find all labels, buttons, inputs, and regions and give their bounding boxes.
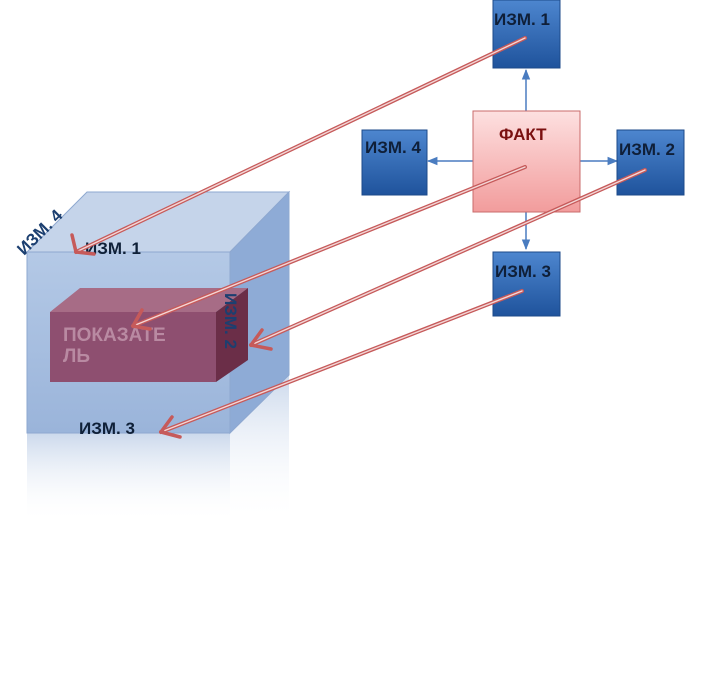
cube-reflection [27, 375, 289, 523]
fact-box: ФАКТ [472, 110, 581, 213]
dimension-box-dim4: ИЗМ. 4 [361, 129, 428, 196]
fact-connectors [426, 68, 619, 251]
cube-label-dim2: ИЗМ. 2 [221, 293, 240, 349]
dimension-box-dim1: ИЗМ. 1 [492, 0, 561, 69]
measure-box: ПОКАЗАТЕ ЛЬ [50, 288, 248, 382]
mapping-arrow-dim3 [159, 289, 524, 439]
dimension-box-dim3: ИЗМ. 3 [492, 251, 561, 317]
mapping-arrow-dim2 [249, 168, 647, 351]
dimension-box-dim2: ИЗМ. 2 [616, 129, 685, 196]
cube-label-dim1: ИЗМ. 1 [85, 239, 141, 258]
measure-label-line2: ЛЬ [63, 346, 90, 367]
fact-label: ФАКТ [499, 125, 547, 144]
measure-label-line1: ПОКАЗАТЕ [63, 325, 166, 346]
cube-label-dim3: ИЗМ. 3 [79, 419, 135, 438]
dimension-label-dim3: ИЗМ. 3 [495, 262, 551, 281]
mapping-arrow-dim1 [70, 36, 527, 256]
dimension-label-dim4: ИЗМ. 4 [365, 138, 421, 157]
mapping-arrow-fact [131, 165, 527, 331]
mapping-arrows [70, 36, 647, 439]
dimension-label-dim1: ИЗМ. 1 [494, 10, 550, 29]
dimension-label-dim2: ИЗМ. 2 [619, 140, 675, 159]
